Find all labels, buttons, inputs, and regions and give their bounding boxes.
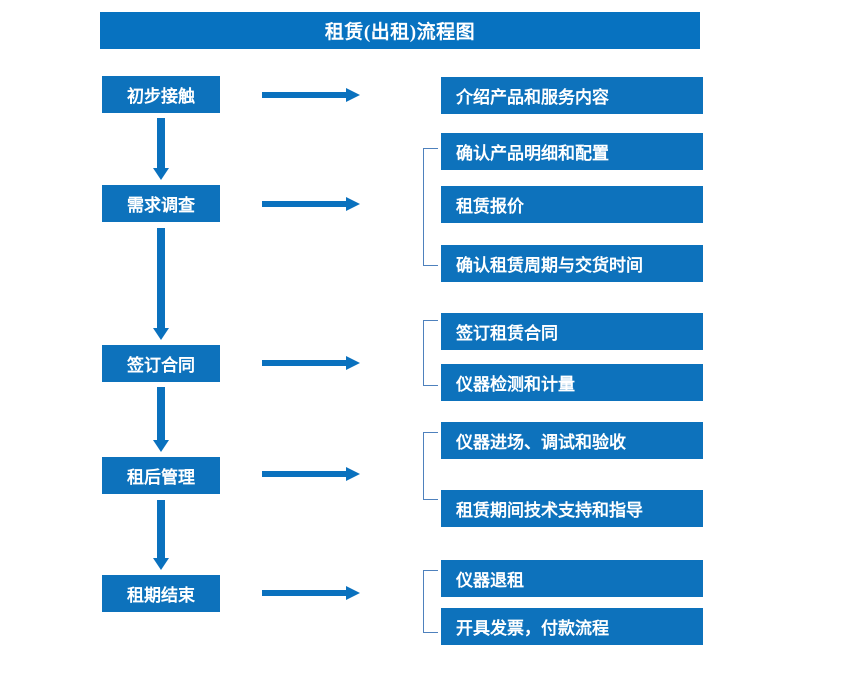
arrow-shaft (157, 387, 165, 440)
arrow-head-right-icon (346, 586, 360, 600)
arrow-head-right-icon (346, 88, 360, 102)
stage-box-needs-survey[interactable]: 需求调查 (102, 185, 220, 222)
horizontal-arrow-4 (262, 465, 362, 483)
vertical-arrow-3 (152, 387, 170, 452)
arrow-head-right-icon (346, 356, 360, 370)
arrow-head-right-icon (346, 467, 360, 481)
detail-box-confirm-product-details-config[interactable]: 确认产品明细和配置 (441, 133, 703, 170)
vertical-arrow-1 (152, 118, 170, 180)
arrow-head-down-icon (153, 440, 169, 452)
arrow-shaft (262, 590, 348, 596)
vertical-arrow-4 (152, 500, 170, 570)
arrow-head-down-icon (153, 558, 169, 570)
detail-box-instrument-inspection-measurement[interactable]: 仪器检测和计量 (441, 364, 703, 401)
arrow-shaft (157, 228, 165, 328)
group-bracket-needs-survey (423, 148, 438, 266)
arrow-shaft (157, 500, 165, 558)
detail-box-introduce-products-services[interactable]: 介绍产品和服务内容 (441, 77, 703, 114)
group-bracket-rental-end (423, 570, 438, 633)
page-title: 租赁(出租)流程图 (100, 12, 700, 49)
detail-box-technical-support-guidance[interactable]: 租赁期间技术支持和指导 (441, 490, 703, 527)
arrow-shaft (157, 118, 165, 168)
horizontal-arrow-3 (262, 354, 362, 372)
arrow-shaft (262, 471, 348, 477)
detail-box-invoice-payment-process[interactable]: 开具发票，付款流程 (441, 608, 703, 645)
arrow-head-right-icon (346, 197, 360, 211)
arrow-shaft (262, 360, 348, 366)
arrow-shaft (262, 201, 348, 207)
detail-box-instrument-return[interactable]: 仪器退租 (441, 560, 703, 597)
detail-box-rental-quotation[interactable]: 租赁报价 (441, 186, 703, 223)
vertical-arrow-2 (152, 228, 170, 340)
arrow-head-down-icon (153, 168, 169, 180)
detail-box-sign-rental-contract[interactable]: 签订租赁合同 (441, 313, 703, 350)
stage-box-sign-contract[interactable]: 签订合同 (102, 345, 220, 382)
horizontal-arrow-1 (262, 86, 362, 104)
horizontal-arrow-5 (262, 584, 362, 602)
arrow-head-down-icon (153, 328, 169, 340)
stage-box-rental-end[interactable]: 租期结束 (102, 575, 220, 612)
stage-box-post-rental-management[interactable]: 租后管理 (102, 457, 220, 494)
detail-box-instrument-entry-debug-acceptance[interactable]: 仪器进场、调试和验收 (441, 422, 703, 459)
detail-box-confirm-rental-period-delivery[interactable]: 确认租赁周期与交货时间 (441, 245, 703, 282)
group-bracket-post-rental-management (423, 432, 438, 500)
stage-box-initial-contact[interactable]: 初步接触 (102, 76, 220, 113)
arrow-shaft (262, 92, 348, 98)
horizontal-arrow-2 (262, 195, 362, 213)
group-bracket-sign-contract (423, 320, 438, 386)
